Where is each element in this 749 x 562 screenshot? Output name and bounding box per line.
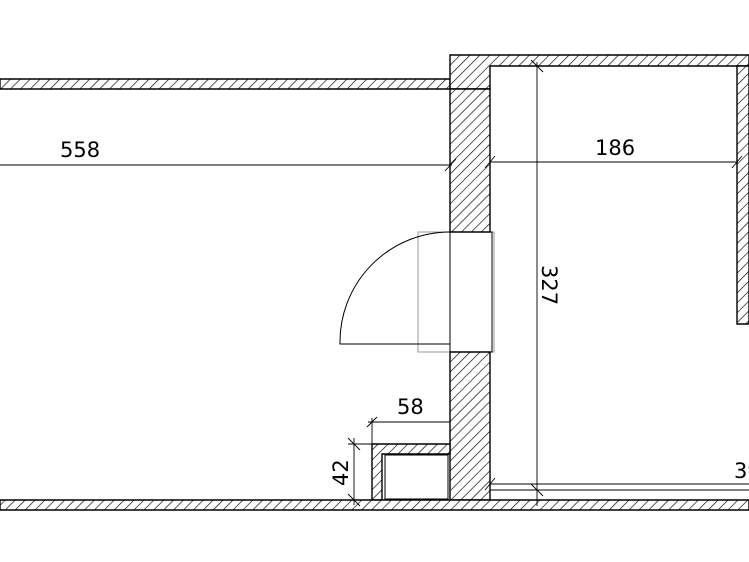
dim-label-58: 58 <box>397 395 424 419</box>
niche-cabinet <box>384 454 449 500</box>
dim-tick-39-left <box>484 477 496 491</box>
dim-label-39: 39 <box>734 459 749 483</box>
door-frame <box>417 231 495 353</box>
wall-top-left <box>0 78 451 90</box>
dim-label-42: 42 <box>329 459 353 486</box>
door-swing-arc <box>339 231 451 345</box>
dim-label-327: 327 <box>537 265 561 305</box>
dim-tick-327-bottom <box>530 483 544 497</box>
wall-right-stub <box>736 65 749 325</box>
dim-tick-327-top <box>530 59 544 73</box>
dim-tick-42-top <box>347 437 361 451</box>
wall-niche-top <box>371 443 451 501</box>
wall-partition-upper <box>449 88 491 233</box>
wall-top-right <box>449 54 749 90</box>
wall-partition-lower <box>449 351 491 501</box>
dim-tick-58 <box>366 416 378 428</box>
dim-tick-186-left <box>484 155 496 169</box>
dim-tick-42-bottom <box>347 493 361 507</box>
dim-tick-186-right <box>731 155 743 169</box>
dim-tick-558 <box>444 158 457 172</box>
door-leaf <box>449 231 493 353</box>
right-room-outline <box>490 65 749 491</box>
dim-label-186: 186 <box>595 136 635 160</box>
wall-bottom <box>0 499 749 511</box>
dim-label-558: 558 <box>60 138 100 162</box>
